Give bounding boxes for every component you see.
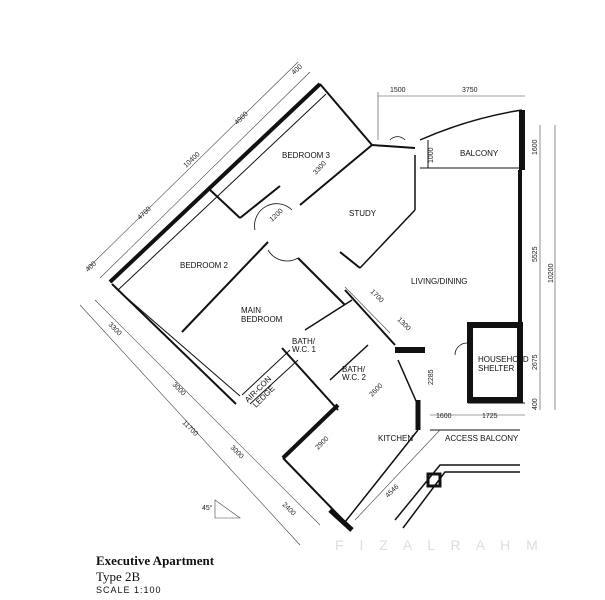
dim-access-width: 1600	[436, 413, 452, 420]
dim-top-right: 3750	[462, 87, 478, 94]
label-shelter-2: SHELTER	[478, 364, 515, 373]
dim-bath-1: 1700	[369, 288, 385, 304]
dim-sw-4: 2400	[281, 501, 297, 517]
label-bedroom3: BEDROOM 3	[282, 151, 331, 160]
dim-balcony-depth: 1000	[428, 147, 435, 163]
label-bath2-2: W.C. 2	[342, 373, 367, 382]
dim-right-total: 10200	[548, 263, 555, 283]
label-bath1-2: W.C. 1	[292, 345, 317, 354]
dim-entry: 2285	[428, 369, 435, 385]
dim-nw-total: 10400	[183, 151, 202, 169]
dim-kitchen-top: 2600	[368, 382, 384, 398]
dim-nw-bottom: 400	[85, 260, 98, 273]
dim-kitchen-bottom: 4546	[384, 483, 400, 499]
dim-nw-top: 400	[291, 63, 304, 76]
label-kitchen: KITCHEN	[378, 434, 413, 443]
plan-type: Type 2B	[96, 569, 141, 584]
dim-top-left: 1500	[390, 87, 406, 94]
dim-bath-2: 1300	[396, 316, 412, 332]
dim-right-1: 1600	[532, 139, 539, 155]
label-access-balcony: ACCESS BALCONY	[445, 434, 519, 443]
walls	[108, 82, 525, 532]
dimension-lines	[79, 61, 556, 546]
dim-sw-1: 3300	[107, 321, 123, 337]
label-balcony: BALCONY	[460, 149, 499, 158]
label-study: STUDY	[349, 209, 377, 218]
dim-kitchen-left: 2900	[314, 435, 330, 451]
dim-sw-total: 11700	[181, 419, 199, 437]
dim-bed3-depth: 3300	[312, 160, 328, 176]
label-main-bedroom-2: BEDROOM	[241, 315, 283, 324]
label-bedroom2: BEDROOM 2	[180, 261, 229, 270]
watermark: F I Z A L R A H M	[335, 537, 544, 553]
dim-shelter-width: 1725	[482, 413, 498, 420]
label-living-dining: LIVING/DINING	[411, 277, 467, 286]
label-bath2-1: BATH/	[342, 365, 366, 374]
label-shelter-1: HOUSEHOLD	[478, 355, 529, 364]
plan-scale: SCALE 1:100	[96, 585, 162, 595]
label-main-bedroom-1: MAIN	[241, 306, 261, 315]
plan-title: Executive Apartment	[96, 553, 215, 568]
dim-corridor: 1200	[269, 208, 285, 224]
dimension-labels: 10400 4900 4700 400 400 3300 1200 1500 3…	[85, 63, 555, 517]
dim-angle: 45°	[202, 504, 213, 512]
label-bath1-1: BATH/	[292, 337, 316, 346]
dim-sw-2: 3000	[171, 381, 187, 397]
dim-right-4: 400	[532, 398, 539, 410]
dim-nw-bed2: 4700	[137, 206, 153, 222]
dim-right-3: 2675	[532, 354, 539, 370]
dim-nw-bed3: 4900	[234, 111, 250, 127]
dim-right-2: 5525	[532, 246, 539, 262]
